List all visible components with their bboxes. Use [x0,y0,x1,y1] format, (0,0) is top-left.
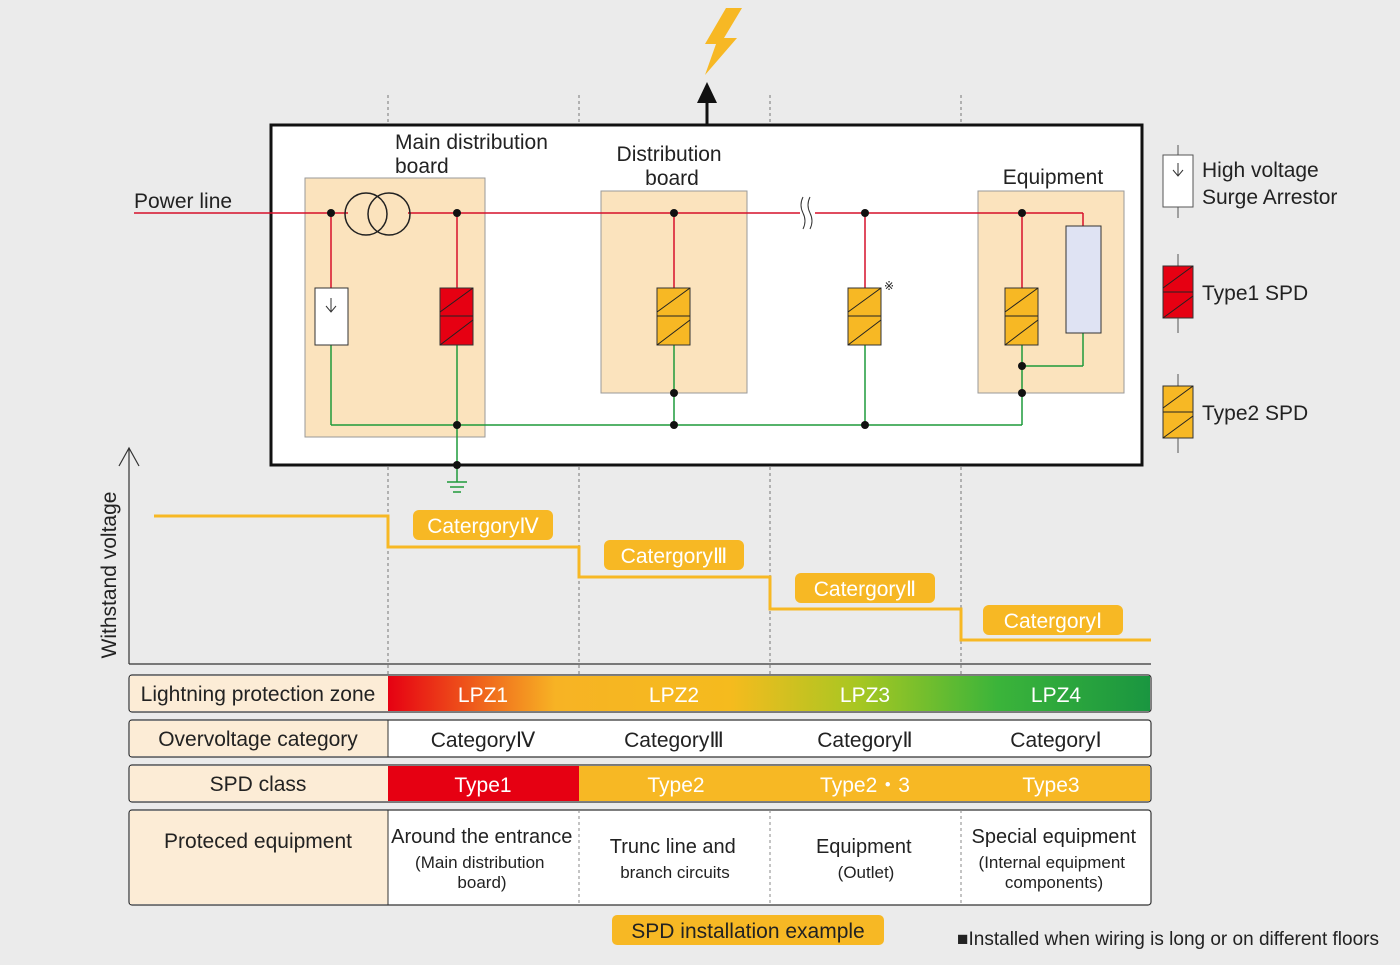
cell-equipment-2: Trunc line and branch circuits [610,836,740,882]
legend: High voltage Surge Arrestor Type1 SPD Ty… [1162,145,1337,453]
table-row: Proteced equipment Around the entrance (… [128,809,1152,906]
row-label-spd-class: SPD class [210,773,307,796]
legend-type1-label: Type1 SPD [1202,282,1308,305]
cell-spd-2: Type2 [647,774,704,797]
cell-category-3: CategoryⅡ [817,729,913,752]
cell-lpz-3: LPZ3 [840,684,890,707]
protected-equipment-box [1065,225,1102,334]
row-label-protected-equipment: Proteced equipment [164,830,352,853]
row-label-lpz: Lightning protection zone [141,683,376,706]
cell-lpz-1: LPZ1 [458,684,508,707]
phase-line [134,212,1084,288]
cell-equipment-3: Equipment (Outlet) [816,836,916,882]
withstand-step-line [154,514,1151,642]
equipment-title: Equipment [1003,166,1104,189]
type1-spd-main-board [439,287,474,346]
withstand-axis [118,446,1151,665]
junction-dots [327,209,1026,469]
cell-spd-1: Type1 [454,774,511,797]
table-row: SPD class Type1 Type2 Type2・3 Type3 [128,764,1152,803]
cell-category-4: CategoryⅠ [1010,729,1101,752]
cell-equipment-4: Special equipment (Internal equipment co… [971,826,1140,892]
line-break-mark [800,196,813,230]
type2-spd-outlet [847,287,882,346]
note-mark: ※ [884,279,894,293]
type2-spd-distribution-board [656,287,691,346]
cell-lpz-2: LPZ2 [649,684,699,707]
cell-spd-3: Type2・3 [820,774,910,797]
caption-badge [612,915,884,945]
main-board-title: Main distribution board [395,131,554,178]
category-badge-4: CatergoryⅠ [1004,610,1102,633]
legend-type2-icon [1162,374,1194,453]
legend-hv-arrestor-label: High voltage Surge Arrestor [1202,159,1337,209]
category-badges: CatergoryⅣ CatergoryⅢ CatergoryⅡ Catergo… [413,510,1123,635]
power-line-label: Power line [134,190,232,213]
caption-text: SPD installation example [631,920,864,943]
up-arrow-icon [697,82,717,125]
cell-equipment-1: Around the entrance (Main distribution b… [391,826,577,892]
type2-spd-equipment [1004,287,1039,346]
cell-category-2: CategoryⅢ [624,729,724,752]
distribution-board-title: Distribution board [617,143,728,190]
category-badge-3: CatergoryⅡ [814,578,917,601]
ground-icon [447,481,467,493]
equipment-panel [977,190,1125,394]
table-row: Lightning protection zone LPZ1 LPZ2 LPZ3… [128,674,1152,713]
summary-table: Lightning protection zone LPZ1 LPZ2 LPZ3… [128,674,1152,906]
legend-type1-icon [1162,254,1194,333]
withstand-axis-label: Withstand voltage [98,492,121,659]
table-row: Overvoltage category CategoryⅣ CategoryⅢ… [128,719,1152,758]
legend-type2-label: Type2 SPD [1202,402,1308,425]
category-badge-1: CatergoryⅣ [427,515,539,538]
transformer-icon [344,192,411,236]
cell-category-1: CategoryⅣ [431,729,536,752]
footnote: ■Installed when wiring is long or on dif… [957,929,1379,950]
legend-hv-arrestor-icon [1162,145,1194,218]
row-label-overvoltage: Overvoltage category [158,728,358,751]
hv-surge-arrestor [314,287,349,346]
category-badge-2: CatergoryⅢ [621,545,728,568]
cell-spd-4: Type3 [1022,774,1079,797]
lightning-bolt-icon [705,8,742,75]
cell-lpz-4: LPZ4 [1031,684,1082,707]
